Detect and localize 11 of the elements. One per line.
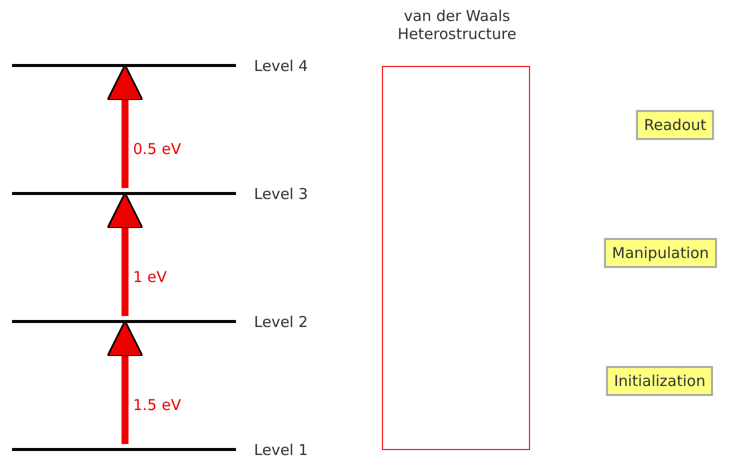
structure-heading: van der Waals Heterostructure bbox=[396, 7, 518, 43]
arrow bbox=[106, 64, 144, 188]
arrow bbox=[106, 192, 144, 316]
level-label: Level 3 bbox=[254, 185, 308, 203]
stage-box: Initialization bbox=[606, 366, 714, 396]
level-label: Level 4 bbox=[254, 57, 308, 75]
stage-box: Manipulation bbox=[604, 238, 717, 268]
level-label: Level 1 bbox=[254, 441, 308, 457]
stage-box: Readout bbox=[636, 110, 714, 140]
arrow bbox=[106, 320, 144, 444]
level-label: Level 2 bbox=[254, 313, 308, 331]
